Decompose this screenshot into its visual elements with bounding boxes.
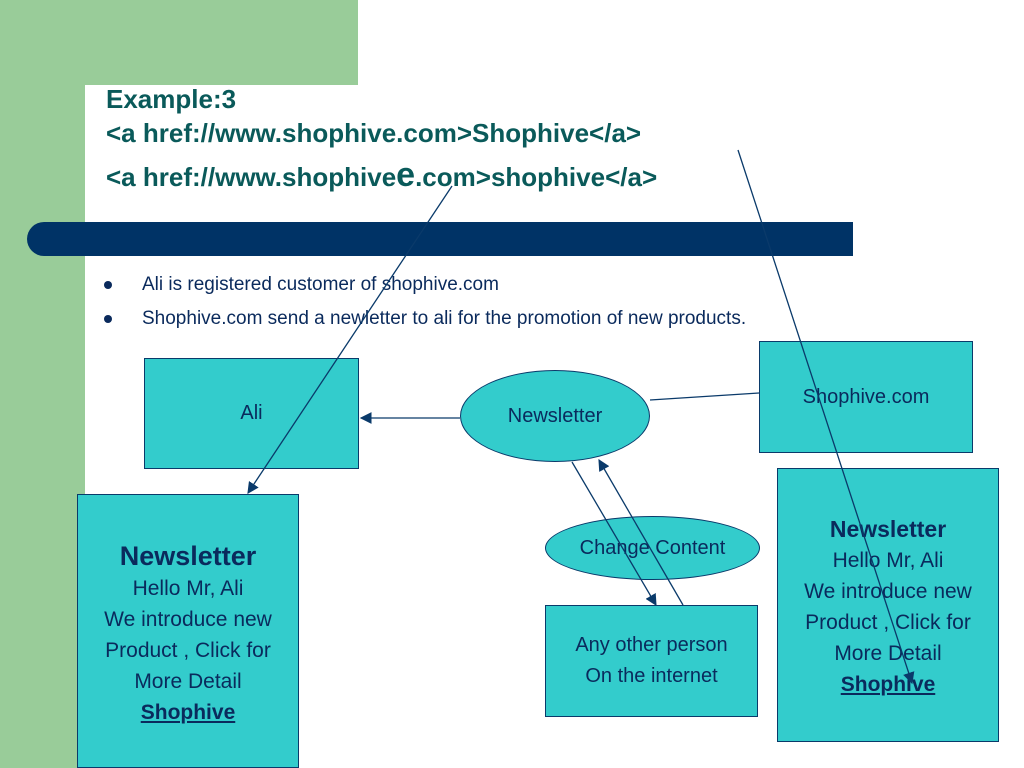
shophive-label: Shophive.com	[802, 386, 930, 408]
title-line-3-start: <a href://www.shophive	[106, 162, 397, 192]
bullet-item: Ali is registered customer of shophive.c…	[104, 272, 746, 306]
newsletter-card-line: Hello Mr, Ali	[832, 549, 944, 572]
newsletter-card-line: We introduce new	[104, 608, 272, 631]
shophive-link[interactable]: Shophive	[140, 701, 236, 724]
any-other-person-line-1: Any other person	[575, 634, 728, 656]
change-content-label: Change Content	[579, 536, 726, 559]
ali-label: Ali	[240, 402, 263, 424]
bullet-dot-icon	[104, 315, 112, 323]
slide-title-line-3: <a href://www.shophivee.com>shophive</a>	[106, 158, 658, 192]
any-other-person-box: Any other person On the internet	[545, 605, 758, 717]
bullet-text: Shophive.com send a newletter to ali for…	[142, 308, 747, 329]
navy-title-bar	[27, 222, 853, 256]
shophive-link[interactable]: Shophive	[840, 673, 936, 696]
bullet-dot-icon	[104, 281, 112, 289]
newsletter-ellipse-label: Newsletter	[507, 404, 603, 427]
newsletter-card-heading: Newsletter	[829, 516, 947, 542]
bullet-list: Ali is registered customer of shophive.c…	[104, 272, 746, 340]
newsletter-card-line: Product , Click for	[105, 639, 271, 662]
change-content-ellipse: Change Content	[545, 516, 760, 580]
ali-box: Ali	[144, 358, 359, 469]
bullet-text: Ali is registered customer of shophive.c…	[142, 274, 499, 295]
newsletter-card-line: Product , Click for	[805, 611, 971, 634]
any-other-person-line-2: On the internet	[585, 665, 718, 687]
newsletter-card-line: More Detail	[134, 670, 242, 693]
newsletter-card-line: More Detail	[834, 642, 942, 665]
newsletter-ellipse: Newsletter	[460, 370, 650, 462]
newsletter-card-right: Newsletter Hello Mr, Ali We introduce ne…	[777, 468, 999, 742]
title-line-3-emphasis: e	[396, 156, 416, 194]
newsletter-card-left: Newsletter Hello Mr, Ali We introduce ne…	[77, 494, 299, 768]
newsletter-card-heading: Newsletter	[119, 541, 257, 571]
slide-title-line-2: <a href://www.shophive.com>Shophive</a>	[106, 118, 642, 148]
newsletter-card-line: Hello Mr, Ali	[132, 577, 244, 600]
bullet-item: Shophive.com send a newletter to ali for…	[104, 306, 746, 340]
title-line-3-end: .com>shophive</a>	[415, 162, 658, 192]
shophive-box: Shophive.com	[759, 341, 973, 453]
green-accent-side	[0, 0, 85, 768]
newsletter-card-line: We introduce new	[804, 580, 972, 603]
slide-title-line-1: Example:3	[106, 84, 237, 114]
